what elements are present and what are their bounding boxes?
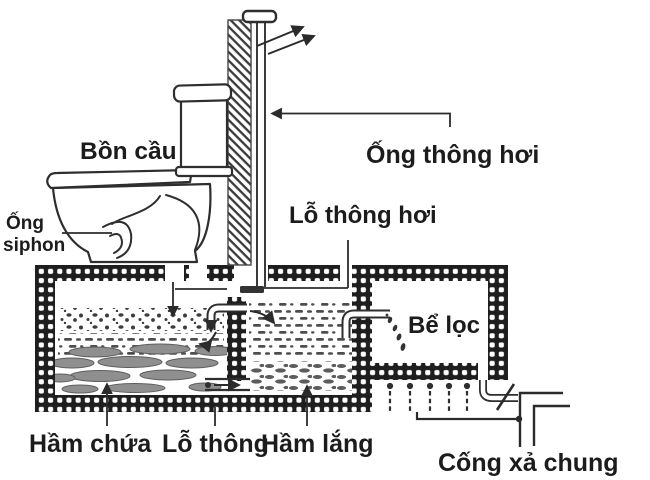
valve-slash: [495, 383, 516, 411]
label-filter-tank: Bể lọc: [408, 312, 480, 339]
filter-bottom-wall: [372, 363, 478, 380]
outlet-pipe: [479, 380, 518, 411]
leader-vent-pipe: [270, 107, 451, 127]
toilet: [46, 83, 234, 264]
siphon-trap: [102, 220, 133, 259]
toilet-bowl: [51, 182, 212, 264]
drain-column: [386, 382, 471, 390]
cistern-lid: [172, 83, 233, 103]
crossover-pipe: [204, 303, 247, 333]
label-siphon-line1: Ống: [6, 212, 44, 234]
top-slab-segment: [35, 265, 165, 281]
cistern-body: [179, 97, 229, 173]
label-vent-pipe: Ống thông hơi: [366, 139, 539, 169]
top-slab-segment: [207, 265, 234, 281]
label-settling-tank: Hầm lắng: [261, 428, 374, 458]
filter-right-wall: [488, 265, 508, 380]
leader-lines: [62, 107, 451, 426]
left-wall: [35, 265, 55, 412]
label-through-hole: Lỗ thông: [162, 428, 269, 458]
top-slab-segment: [268, 265, 340, 281]
label-toilet: Bồn cầu: [80, 138, 177, 165]
label-siphon-line2: siphon: [3, 235, 65, 256]
shared-wall: [352, 265, 372, 412]
drain-outer-corner: [518, 391, 563, 447]
vent-pipe-flange: [240, 286, 264, 293]
hatched-wall: [227, 19, 252, 266]
label-containment-tank: Hầm chứa: [29, 430, 152, 458]
partition-wall: [227, 297, 246, 381]
vent-gap-lines: [175, 287, 348, 290]
bottom-wall: [35, 395, 372, 412]
filter-inlet-pipe: [341, 309, 406, 351]
vent-pipe-cap: [241, 9, 278, 24]
label-vent-hole: Lỗ thông hơi: [289, 201, 437, 229]
drain-field: [386, 382, 471, 413]
vent-pipe: [240, 9, 278, 293]
toilet-bowl-inner-right: [165, 194, 201, 251]
top-slab-segment: [184, 265, 189, 281]
settling-sludge-layer: [250, 361, 352, 391]
collector-line: [415, 412, 517, 421]
drain-inner-corner: [532, 404, 570, 446]
septic-tank-walls: [35, 265, 508, 412]
airflow-arrows: [256, 25, 316, 55]
scum-layer: [58, 308, 224, 331]
flow-arrows: [198, 310, 276, 353]
cistern-base: [174, 165, 234, 178]
bottom-pass-pipe: [205, 377, 250, 392]
label-common-drain: Cống xả chung: [438, 449, 619, 477]
inlet-droplets: [385, 313, 406, 351]
settling-liquid-layer: [249, 302, 352, 358]
top-slab-segment: [356, 265, 508, 281]
common-drain-channel: [415, 391, 570, 447]
